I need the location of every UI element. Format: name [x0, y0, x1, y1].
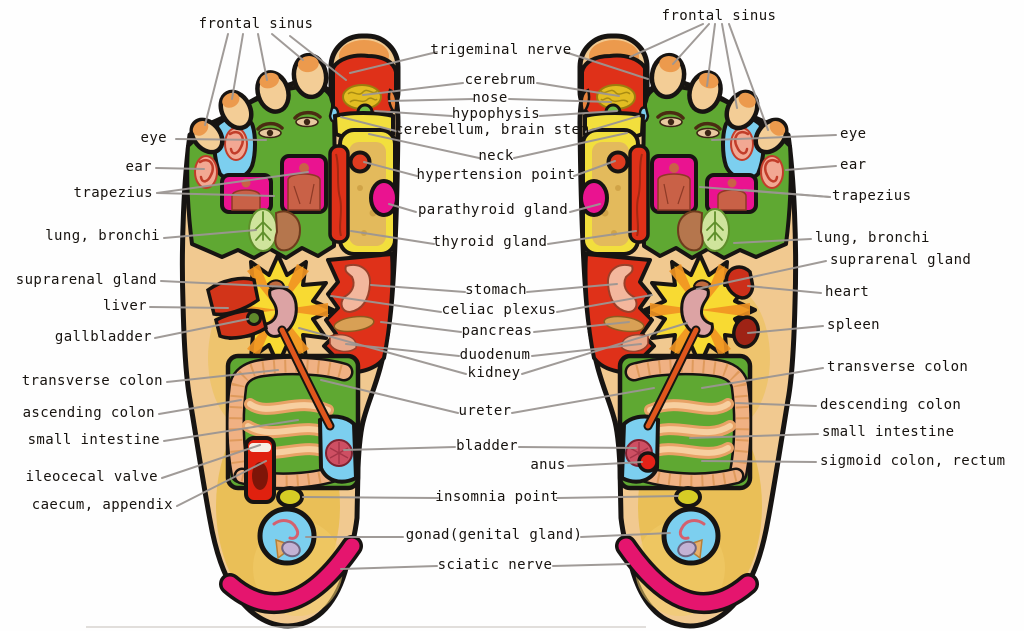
leader-lines: [149, 23, 837, 570]
label-celiac-plexus: celiac plexus: [441, 302, 557, 318]
label-hypertension-point: hypertension point: [416, 167, 576, 183]
gallbladder-zone: [246, 310, 262, 326]
label-frontal-sinus-left: frontal sinus: [198, 16, 314, 32]
label-trapezius-right: trapezius: [832, 188, 912, 204]
label-spleen: spleen: [827, 317, 880, 333]
label-cerebellum-brain-stem: cerebellum, brain stem: [394, 122, 590, 138]
label-bladder: bladder: [456, 438, 518, 454]
label-sigmoid-colon-rectum: sigmoid colon, rectum: [820, 453, 1006, 469]
label-ileocecal-valve: ileocecal valve: [25, 469, 158, 485]
label-nose: nose: [472, 90, 508, 106]
label-kidney: kidney: [467, 365, 521, 381]
label-lung-bronchi-left: lung, bronchi: [45, 228, 160, 244]
label-liver: liver: [102, 298, 147, 314]
label-sciatic-nerve: sciatic nerve: [437, 557, 553, 573]
label-pancreas: pancreas: [461, 323, 533, 339]
label-trigeminal-nerve: trigeminal nerve: [430, 42, 572, 58]
label-parathyroid-gland: parathyroid gland: [417, 202, 569, 218]
label-descending-colon: descending colon: [820, 397, 962, 413]
label-heart: heart: [825, 284, 870, 300]
label-suprarenal-gland-right: suprarenal gland: [830, 252, 972, 268]
scan-artifact-line: [86, 626, 646, 628]
label-ear-right: ear: [840, 157, 867, 173]
liver-zone: [206, 276, 269, 340]
label-cerebrum: cerebrum: [464, 72, 536, 88]
label-eye-left: eye: [140, 130, 167, 146]
label-suprarenal-gland-left: suprarenal gland: [15, 272, 157, 288]
label-anus: anus: [530, 457, 566, 473]
spleen-zone: [732, 315, 760, 349]
label-transverse-colon-left: transverse colon: [21, 373, 163, 389]
label-small-intestine-left: small intestine: [27, 432, 160, 448]
label-ureter: ureter: [458, 403, 512, 419]
label-stomach: stomach: [465, 282, 527, 298]
label-lung-bronchi-right: lung, bronchi: [815, 230, 930, 246]
label-ear-left: ear: [125, 159, 152, 175]
label-gonad: gonad(genital gland): [405, 527, 583, 543]
label-caecum-appendix: caecum, appendix: [31, 497, 173, 513]
label-thyroid-gland: thyroid gland: [432, 234, 548, 250]
label-ascending-colon: ascending colon: [22, 405, 155, 421]
label-trapezius-left: trapezius: [73, 185, 153, 201]
label-eye-right: eye: [840, 126, 867, 142]
right-foot: [580, 36, 796, 626]
label-frontal-sinus-right: frontal sinus: [661, 8, 777, 24]
label-transverse-colon-right: transverse colon: [827, 359, 969, 375]
label-insomnia-point: insomnia point: [435, 489, 559, 505]
label-hypophysis: hypophysis: [451, 106, 541, 122]
label-gallbladder: gallbladder: [54, 329, 152, 345]
label-duodenum: duodenum: [459, 347, 531, 363]
heart-zone: [724, 265, 755, 300]
label-neck: neck: [478, 148, 514, 164]
label-small-intestine-right: small intestine: [822, 424, 955, 440]
